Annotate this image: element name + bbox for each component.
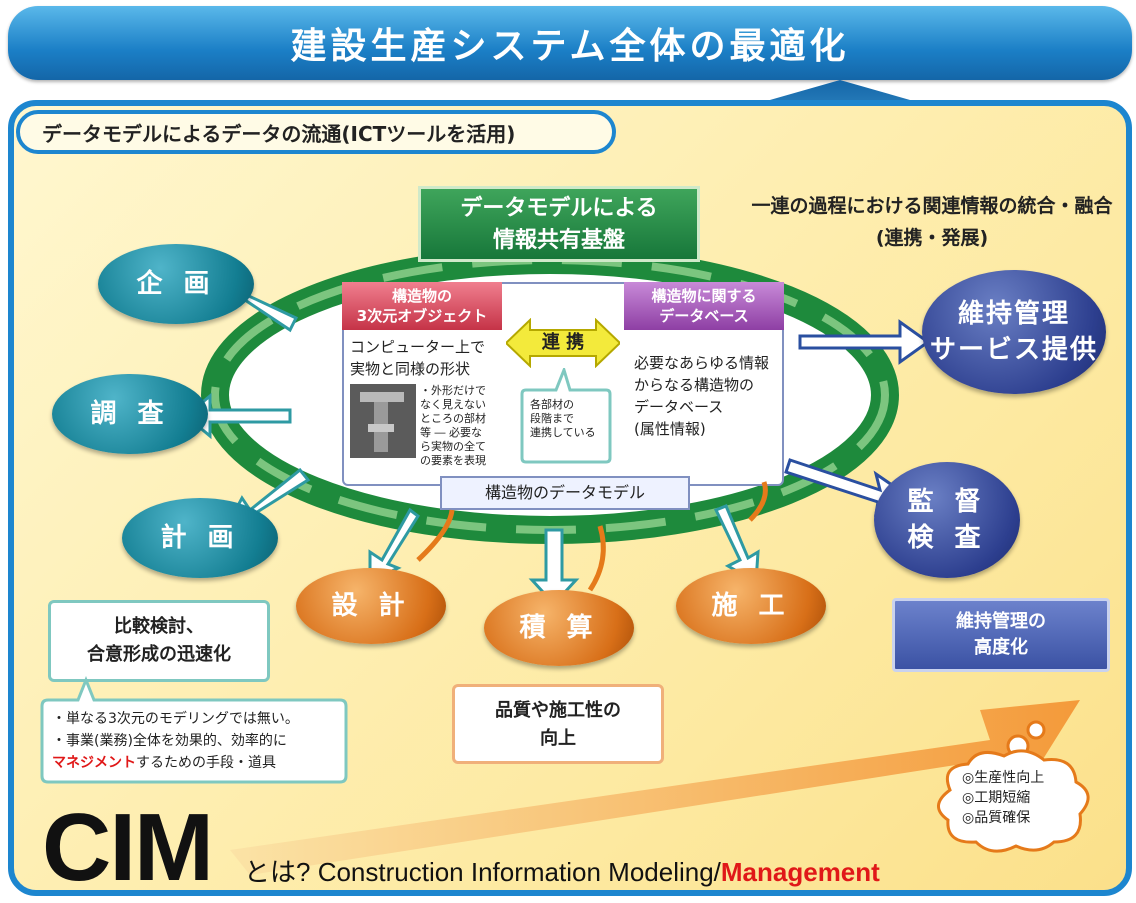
object-box: 構造物の 3次元オブジェクト コンピューター上で 実物と同様の形状 ・外形だけで… [342, 282, 502, 486]
quality-line2: 向上 [540, 728, 576, 749]
stage-keikaku: 計 画 [122, 498, 278, 578]
cloud-line: ◎生産性向上 [962, 770, 1045, 786]
stage-iji-line1: 維持管理 [957, 299, 1070, 329]
arrow-sekou-icon [713, 504, 760, 585]
object-note-line: 等 ― 必要な [420, 426, 482, 439]
object-note-line: ら実物の全て [420, 440, 486, 453]
management-highlight: マネジメント [52, 755, 136, 771]
object-note: ・外形だけで なく見えない ところの部材 等 ― 必要な ら実物の全て の要素を… [416, 384, 486, 468]
cim-definition: とは? Construction Information Modeling/Ma… [244, 852, 880, 889]
database-header-line2: データベース [659, 307, 749, 325]
object-note-line: ところの部材 [420, 412, 486, 425]
feedback-sekkei-icon [416, 509, 455, 562]
link-label: 連 携 [541, 332, 585, 353]
advanced-line2: 高度化 [974, 637, 1028, 658]
compare-line2: 合意形成の迅速化 [87, 644, 231, 665]
stage-chousa: 調 査 [52, 374, 208, 454]
stage-kansa-line1: 監 督 [907, 487, 987, 517]
stage-iji-line2: サービス提供 [929, 335, 1098, 365]
quality-box: 品質や施工性の 向上 [452, 684, 664, 764]
link-bubble-line: 連携している [530, 426, 596, 439]
cim-note-text: ・単なる3次元のモデリングでは無い。 ・事業(業務)全体を効果的、効率的に マネ… [52, 708, 346, 774]
stage-sekkei: 設 計 [296, 568, 446, 644]
database-desc-line: 必要なあらゆる情報 [634, 354, 770, 372]
growth-arrow-icon [230, 700, 1080, 875]
database-desc-line: データベース [634, 398, 724, 416]
object-detail: ・外形だけで なく見えない ところの部材 等 ― 必要な ら実物の全て の要素を… [342, 380, 502, 468]
object-desc-line1: コンピューター上で [350, 338, 486, 356]
cloud-text: ◎生産性向上 ◎工期短縮 ◎品質確保 [962, 768, 1102, 828]
object-header-line2: 3次元オブジェクト [356, 307, 488, 325]
link-bubble-line: 段階まで [530, 412, 574, 425]
object-note-line: ・外形だけで [420, 384, 486, 397]
object-header-line1: 構造物の [391, 287, 452, 305]
quality-line1: 品質や施工性の [495, 700, 621, 721]
cim-prefix: とは? [244, 857, 318, 887]
main-title-banner: 建設生産システム全体の最適化 [8, 6, 1132, 80]
feedback-sekisan-icon [587, 525, 606, 592]
advanced-line1: 維持管理の [956, 611, 1046, 632]
cim-note-bubble [40, 676, 348, 784]
object-header: 構造物の 3次元オブジェクト [342, 282, 502, 330]
stage-sekisan: 積 算 [484, 590, 634, 666]
database-box: 構造物に関する データベース 必要なあらゆる情報 からなる構造物の データベース… [624, 282, 784, 486]
compare-line1: 比較検討、 [114, 616, 204, 637]
integration-text: 一連の過程における関連情報の統合・融合 (連携・発展) [732, 190, 1132, 254]
stage-sekou: 施 工 [676, 568, 826, 644]
cim-note-line1: ・単なる3次元のモデリングでは無い。 [52, 711, 299, 727]
stage-iji: 維持管理 サービス提供 [922, 270, 1106, 394]
stage-kansa: 監 督 検 査 [874, 462, 1020, 578]
link-bubble-text: 各部材の 段階まで 連携している [530, 398, 606, 440]
link-bubble [520, 368, 612, 464]
result-cloud [937, 720, 1090, 853]
object-desc: コンピューター上で 実物と同様の形状 [342, 330, 502, 380]
advanced-box: 維持管理の 高度化 [892, 598, 1110, 672]
object-note-line: なく見えない [420, 398, 486, 411]
arrow-iji-icon [798, 319, 931, 365]
cim-logo: CIM [42, 794, 214, 901]
flow-title: データモデルによるデータの流通(ICTツールを活用) [16, 110, 616, 154]
object-desc-line2: 実物と同様の形状 [350, 360, 471, 378]
center-platform-label: データモデルによる 情報共有基盤 [418, 186, 700, 262]
object-note-line: の要素を表現 [420, 454, 486, 467]
cloud-line: ◎工期短縮 [962, 790, 1031, 806]
cim-note-line3-rest: するための手段・道具 [136, 755, 276, 771]
database-header: 構造物に関する データベース [624, 282, 784, 330]
cloud-line: ◎品質確保 [962, 810, 1031, 826]
cim-desc: Construction Information Modeling/ [317, 857, 721, 887]
cim-note-line2: ・事業(業務)全体を効果的、効率的に [52, 733, 287, 749]
integration-line1: 一連の過程における関連情報の統合・融合 [751, 195, 1113, 217]
stage-kansa-line2: 検 査 [907, 523, 987, 553]
center-line1: データモデルによる [460, 196, 658, 221]
compare-box: 比較検討、 合意形成の迅速化 [48, 600, 270, 682]
cim-management: Management [720, 857, 880, 887]
database-desc-line: (属性情報) [634, 420, 706, 438]
cim-note-line3: マネジメントするための手段・道具 [52, 752, 346, 774]
database-desc: 必要なあらゆる情報 からなる構造物の データベース (属性情報) [624, 330, 784, 440]
center-line2: 情報共有基盤 [492, 228, 625, 253]
structure-3d-image-icon [350, 384, 416, 458]
link-double-arrow-icon [506, 318, 620, 368]
integration-line2: (連携・発展) [875, 227, 989, 249]
database-desc-line: からなる構造物の [634, 376, 755, 394]
main-title: 建設生産システム全体の最適化 [290, 26, 850, 67]
stage-kikaku: 企 画 [98, 244, 254, 324]
database-header-line1: 構造物に関する [651, 287, 757, 305]
data-model-label: 構造物のデータモデル [440, 476, 690, 510]
feedback-sekou-icon [748, 481, 768, 522]
flow-title-text: データモデルによるデータの流通(ICTツールを活用) [42, 121, 516, 146]
link-bubble-line: 各部材の [530, 398, 574, 411]
